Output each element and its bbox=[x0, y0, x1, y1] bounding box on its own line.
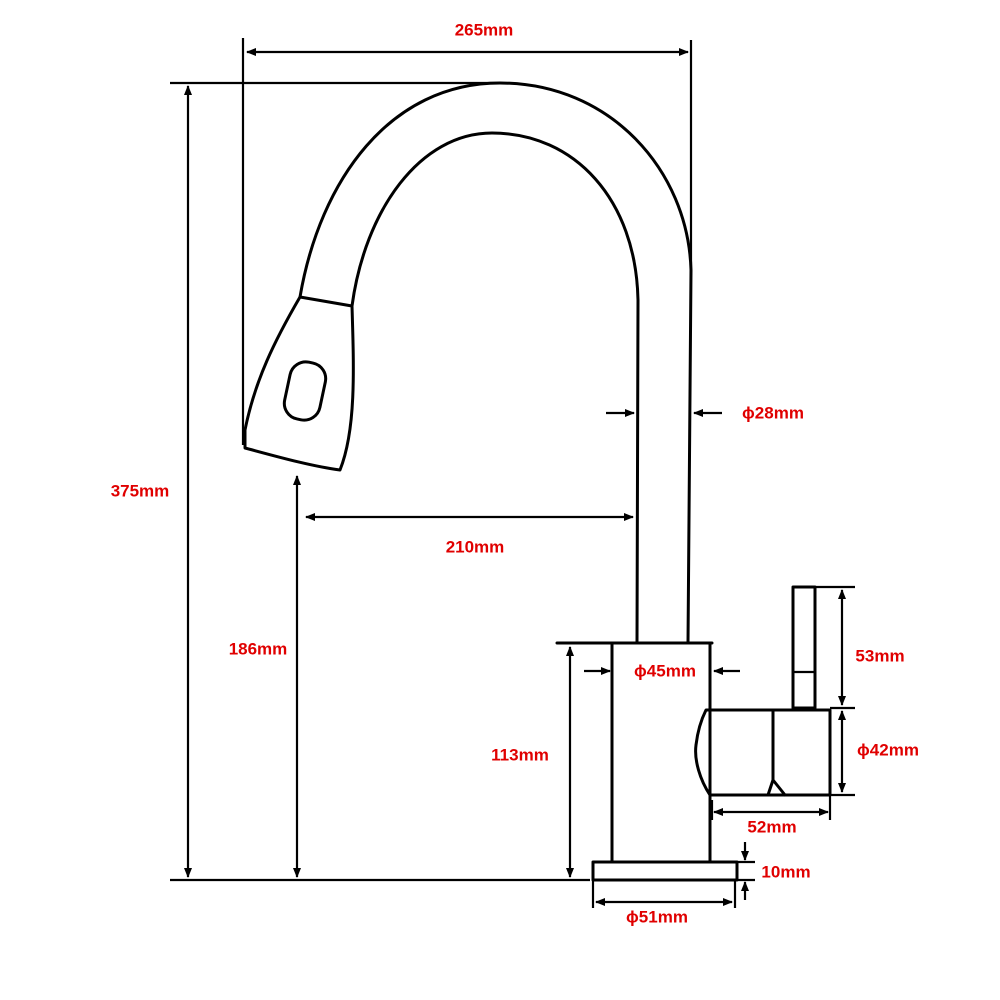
spout-inner bbox=[350, 131, 640, 645]
label-base-diameter: ϕ51mm bbox=[626, 907, 688, 926]
dimension-lines bbox=[184, 48, 846, 906]
label-base-thickness: 10mm bbox=[761, 862, 810, 881]
label-spout-diameter: ϕ28mm bbox=[742, 403, 804, 422]
spray-head-button bbox=[282, 360, 328, 422]
extension-lines bbox=[170, 38, 855, 908]
lever bbox=[791, 585, 817, 710]
base-plate bbox=[591, 860, 739, 882]
label-handle-length: 52mm bbox=[747, 817, 796, 836]
label-body-height: 113mm bbox=[491, 745, 549, 764]
faucet-outline bbox=[243, 81, 832, 882]
label-overall-height: 375mm bbox=[111, 481, 170, 500]
label-lever-height: 53mm bbox=[855, 646, 904, 665]
spout-outer bbox=[298, 81, 693, 645]
label-handle-diameter: ϕ42mm bbox=[857, 740, 919, 759]
label-spout-clearance: 186mm bbox=[229, 639, 288, 658]
handle-body bbox=[694, 708, 832, 797]
label-overall-width: 265mm bbox=[455, 20, 514, 39]
spray-head bbox=[243, 295, 355, 472]
label-body-diameter: ϕ45mm bbox=[634, 661, 696, 680]
label-spout-reach: 210mm bbox=[446, 537, 505, 556]
